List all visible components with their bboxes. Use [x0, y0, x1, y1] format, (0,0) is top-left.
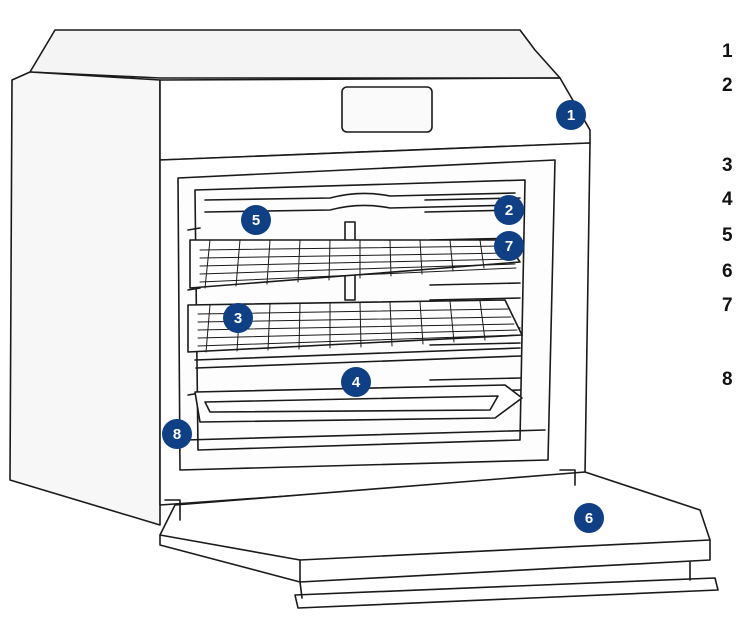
svg-text:3: 3	[234, 310, 242, 327]
callout-3: 3	[223, 303, 253, 333]
oven-side-panel	[9, 71, 161, 526]
svg-text:6: 6	[585, 510, 593, 527]
legend-number-4: 4	[722, 189, 733, 210]
svg-text:2: 2	[505, 202, 513, 219]
door-handle	[294, 577, 719, 609]
legend-number-1: 1	[722, 41, 733, 62]
baking-tray	[194, 384, 523, 423]
display-window	[341, 86, 433, 133]
legend-number-8: 8	[722, 369, 733, 390]
callout-8: 8	[162, 419, 192, 449]
legend-number-6: 6	[722, 261, 733, 282]
legend-number-3: 3	[722, 155, 733, 176]
callout-6: 6	[574, 503, 604, 533]
legend-number-7: 7	[722, 295, 733, 316]
svg-text:8: 8	[173, 426, 181, 443]
wire-shelf-upper	[189, 239, 521, 289]
grill-element	[204, 192, 516, 201]
legend-number-5: 5	[722, 225, 733, 246]
svg-text:4: 4	[352, 374, 361, 391]
svg-text:7: 7	[505, 238, 513, 255]
svg-text:1: 1	[567, 107, 575, 124]
oven-top	[29, 29, 561, 79]
callout-5: 5	[241, 205, 271, 235]
callout-2: 2	[494, 195, 524, 225]
svg-text:5: 5	[252, 212, 260, 229]
callout-1: 1	[556, 100, 586, 130]
callout-4: 4	[341, 367, 371, 397]
legend-number-2: 2	[722, 75, 733, 96]
callout-7: 7	[494, 231, 524, 261]
